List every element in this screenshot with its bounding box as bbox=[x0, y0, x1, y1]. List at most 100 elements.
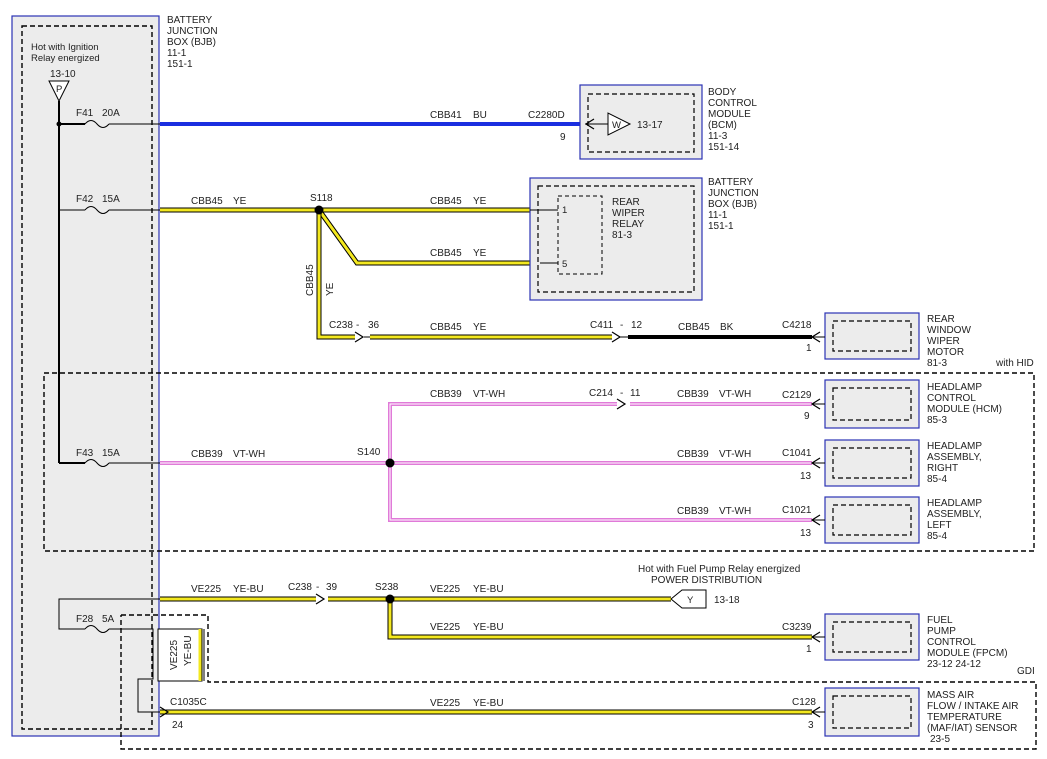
splice-s238 bbox=[385, 594, 395, 604]
svg-text:MODULE (FPCM): MODULE (FPCM) bbox=[927, 648, 1008, 659]
svg-text:BOX (BJB): BOX (BJB) bbox=[167, 37, 216, 48]
svg-text:REAR: REAR bbox=[927, 314, 955, 325]
connector-c214-11: C214 - 11 bbox=[589, 388, 641, 410]
wire-label-color: YE-BU bbox=[473, 584, 504, 595]
svg-text:85-4: 85-4 bbox=[927, 531, 947, 542]
wire-label-color: VT-WH bbox=[719, 506, 751, 517]
svg-text:39: 39 bbox=[326, 582, 338, 593]
svg-text:BODY: BODY bbox=[708, 87, 737, 98]
svg-text:CONTROL: CONTROL bbox=[708, 98, 757, 109]
option-label-gdi: GDI bbox=[1017, 666, 1035, 677]
svg-text:23-12 24-12: 23-12 24-12 bbox=[927, 659, 981, 670]
svg-text:LEFT: LEFT bbox=[927, 520, 951, 531]
connector-pin: 1 bbox=[806, 644, 812, 655]
svg-text:-: - bbox=[620, 320, 623, 331]
svg-text:Hot with Fuel Pump Relay energ: Hot with Fuel Pump Relay energized bbox=[638, 564, 800, 575]
svg-text:F43: F43 bbox=[76, 448, 94, 459]
svg-text:36: 36 bbox=[368, 320, 380, 331]
option-region-gdi bbox=[120, 614, 1037, 750]
wire-label-color: VT-WH bbox=[719, 449, 751, 460]
svg-text:15A: 15A bbox=[102, 448, 120, 459]
svg-text:FLOW / INTAKE AIR: FLOW / INTAKE AIR bbox=[927, 701, 1019, 712]
wiper-motor-label: REAR WINDOW WIPER MOTOR 81-3 bbox=[927, 314, 971, 369]
svg-text:MODULE: MODULE bbox=[708, 109, 751, 120]
wire-label-circuit: VE225 bbox=[191, 584, 221, 595]
fpcm-label: FUEL PUMP CONTROL MODULE (FPCM) 23-12 24… bbox=[927, 615, 1008, 670]
svg-text:(BCM): (BCM) bbox=[708, 120, 737, 131]
svg-text:WINDOW: WINDOW bbox=[927, 325, 971, 336]
module-wiper-motor bbox=[810, 312, 920, 360]
svg-text:C411: C411 bbox=[590, 320, 614, 331]
svg-text:C238: C238 bbox=[288, 582, 312, 593]
wire-label-circuit: CBB39 bbox=[677, 389, 709, 400]
svg-text:MODULE (HCM): MODULE (HCM) bbox=[927, 404, 1002, 415]
bjb-bus bbox=[58, 101, 85, 464]
wire-label-circuit: CBB39 bbox=[677, 506, 709, 517]
wire-label-circuit: CBB45 bbox=[430, 196, 462, 207]
svg-text:F41: F41 bbox=[76, 108, 94, 119]
svg-text:W: W bbox=[612, 120, 621, 131]
relay-ref: 13-10 bbox=[50, 69, 76, 80]
svg-text:11-3: 11-3 bbox=[708, 131, 728, 142]
svg-text:P: P bbox=[56, 84, 62, 95]
connector-label: C1041 bbox=[782, 448, 812, 459]
svg-text:RIGHT: RIGHT bbox=[927, 463, 958, 474]
wire-label-color: BU bbox=[473, 110, 487, 121]
connector-label: C128 bbox=[792, 697, 816, 708]
svg-text:151-1: 151-1 bbox=[708, 221, 734, 232]
wire-label-circuit: VE225 bbox=[430, 622, 460, 633]
svg-text:F42: F42 bbox=[76, 194, 94, 205]
module-bcm: W 13-17 bbox=[579, 84, 703, 160]
svg-text:WIPER: WIPER bbox=[612, 208, 645, 219]
svg-text:JUNCTION: JUNCTION bbox=[167, 26, 218, 37]
wire-label-circuit: CBB41 bbox=[430, 110, 462, 121]
headlamp-left-label: HEADLAMP ASSEMBLY, LEFT 85-4 bbox=[927, 498, 982, 542]
svg-text:PUMP: PUMP bbox=[927, 626, 956, 637]
svg-text:13-17: 13-17 bbox=[637, 120, 663, 131]
wire-label-color: YE bbox=[473, 248, 487, 259]
relay-output-symbol: P bbox=[48, 80, 70, 103]
connector-label: C4218 bbox=[782, 320, 812, 331]
svg-text:VE225: VE225 bbox=[169, 640, 180, 670]
wire-label-color: VT-WH bbox=[473, 389, 505, 400]
connector-label: C3239 bbox=[782, 622, 812, 633]
svg-text:85-4: 85-4 bbox=[927, 474, 947, 485]
wire-label-circuit: CBB39 bbox=[430, 389, 462, 400]
svg-text:12: 12 bbox=[631, 320, 643, 331]
module-maf bbox=[810, 687, 920, 737]
svg-text:BOX (BJB): BOX (BJB) bbox=[708, 199, 757, 210]
ve225-vertical-boxed: VE225 YE-BU bbox=[157, 628, 205, 682]
wire-label-circuit-vertical: CBB45 bbox=[305, 264, 316, 296]
svg-text:-: - bbox=[356, 320, 359, 331]
svg-text:20A: 20A bbox=[102, 108, 120, 119]
svg-text:81-3: 81-3 bbox=[927, 358, 947, 369]
wire-label-circuit: VE225 bbox=[430, 698, 460, 709]
wire-label-circuit: CBB45 bbox=[430, 322, 462, 333]
connector-pin: 13 bbox=[800, 528, 812, 539]
connector-c1035c: C1035C 24 bbox=[159, 697, 207, 731]
svg-text:11-1: 11-1 bbox=[167, 48, 187, 59]
svg-text:POWER DISTRIBUTION: POWER DISTRIBUTION bbox=[651, 575, 762, 586]
fuse-f28: F28 5A bbox=[58, 598, 160, 633]
svg-text:23-5: 23-5 bbox=[930, 734, 950, 745]
svg-text:YE-BU: YE-BU bbox=[183, 635, 194, 666]
svg-text:1: 1 bbox=[562, 205, 567, 216]
svg-text:CONTROL: CONTROL bbox=[927, 393, 976, 404]
svg-text:-: - bbox=[620, 388, 623, 399]
wire-label-color: BK bbox=[720, 322, 734, 333]
fuse-f42: F42 15A bbox=[60, 194, 160, 214]
svg-text:81-3: 81-3 bbox=[612, 230, 632, 241]
wire-label-color: YE-BU bbox=[473, 622, 504, 633]
svg-text:151-1: 151-1 bbox=[167, 59, 193, 70]
bus-junction-dot bbox=[56, 121, 62, 127]
svg-text:85-3: 85-3 bbox=[927, 415, 947, 426]
svg-text:151-14: 151-14 bbox=[708, 142, 740, 153]
svg-text:11: 11 bbox=[630, 388, 641, 399]
svg-text:BATTERY: BATTERY bbox=[167, 15, 213, 26]
svg-text:13-18: 13-18 bbox=[714, 595, 740, 606]
svg-text:(MAF/IAT) SENSOR: (MAF/IAT) SENSOR bbox=[927, 723, 1017, 734]
svg-text:REAR: REAR bbox=[612, 197, 640, 208]
svg-text:Y: Y bbox=[687, 595, 694, 606]
wire-label-color: YE bbox=[473, 196, 487, 207]
svg-text:MOTOR: MOTOR bbox=[927, 347, 964, 358]
